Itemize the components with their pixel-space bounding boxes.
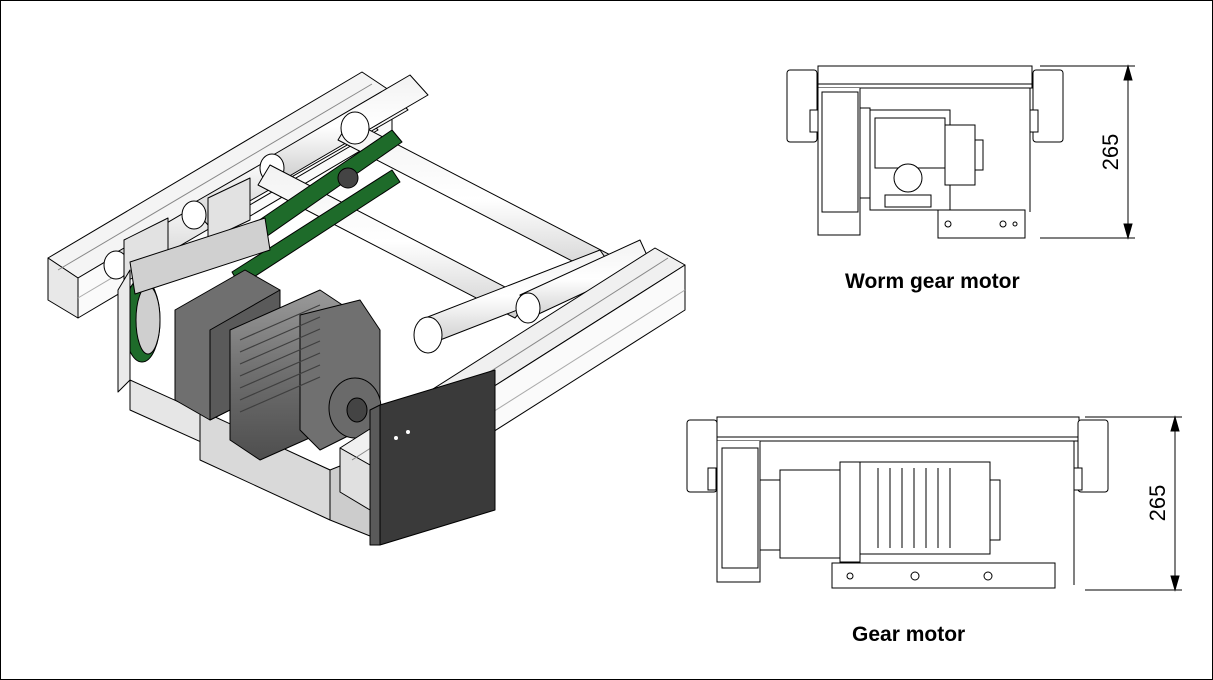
worm-gear-motor-caption: Worm gear motor — [845, 270, 1020, 293]
drive-belts — [123, 129, 403, 363]
gear-motor-view — [686, 415, 1182, 592]
gear-motor-3d — [174, 269, 382, 461]
gear-motor-caption: Gear motor — [852, 623, 966, 646]
mounting-brackets — [123, 177, 271, 295]
side-cover — [369, 369, 496, 546]
worm-dimension-label: 265 — [1098, 134, 1123, 171]
worm-gear-motor-view — [786, 64, 1135, 240]
isometric-conveyor-view — [47, 71, 686, 546]
gear-dimension-label: 265 — [1145, 485, 1170, 522]
